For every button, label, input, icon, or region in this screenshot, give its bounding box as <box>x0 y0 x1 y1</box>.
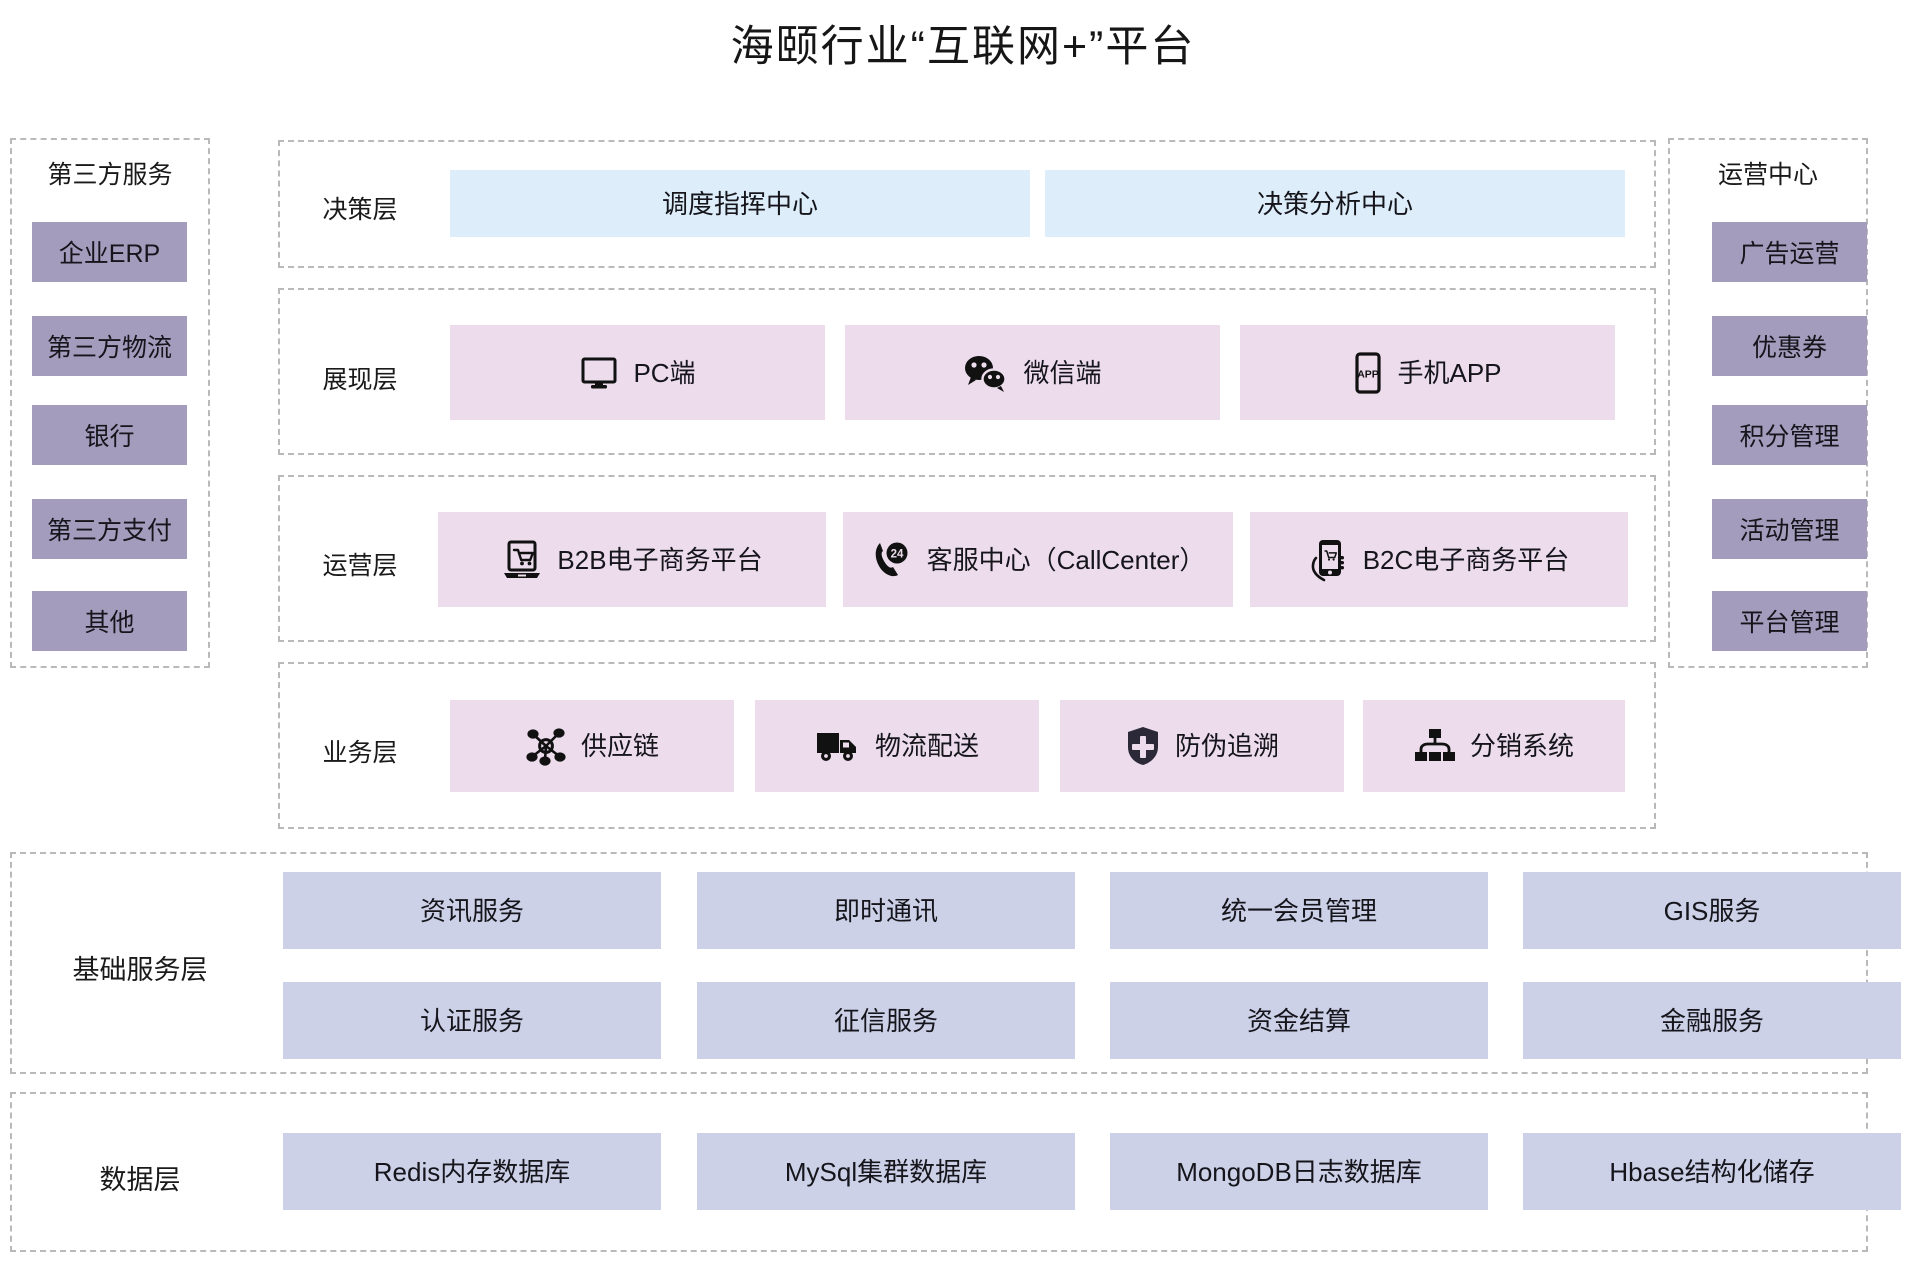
tile-label: 客服中心（CallCenter） <box>926 544 1206 575</box>
tile-scheduling-command-center[interactable]: 调度指挥中心 <box>450 170 1030 237</box>
operation-center-panel <box>1668 138 1868 668</box>
base-service-tile-settlement[interactable]: 资金结算 <box>1110 982 1488 1059</box>
operation-item-ad[interactable]: 广告运营 <box>1712 222 1867 282</box>
tile-label: 微信端 <box>1023 357 1102 388</box>
tile-label: 即时通讯 <box>833 895 938 926</box>
base-service-tile-auth[interactable]: 认证服务 <box>283 982 661 1059</box>
tile-label: 统一会员管理 <box>1220 895 1377 926</box>
operation-center-title: 运营中心 <box>1717 161 1818 189</box>
tile-label: Hbase结构化储存 <box>1609 1156 1815 1187</box>
tile-logistics-delivery[interactable]: 物流配送 <box>755 700 1039 792</box>
page-title: 海颐行业“互联网+”平台 <box>730 23 1196 71</box>
tile-label: MySql集群数据库 <box>784 1156 988 1187</box>
data-layer-tile-hbase[interactable]: Hbase结构化储存 <box>1523 1133 1901 1210</box>
base-service-tile-credit[interactable]: 征信服务 <box>697 982 1075 1059</box>
third-party-item-other[interactable]: 其他 <box>32 591 187 651</box>
tile-decision-analysis-center[interactable]: 决策分析中心 <box>1045 170 1625 237</box>
business-layer-frame <box>278 662 1656 829</box>
data-layer-tile-mysql[interactable]: MySql集群数据库 <box>697 1133 1075 1210</box>
business-layer-label: 业务层 <box>322 739 398 767</box>
truck-icon <box>815 728 861 764</box>
operation-item-coupon[interactable]: 优惠券 <box>1712 316 1867 376</box>
operation-item-points[interactable]: 积分管理 <box>1712 405 1867 465</box>
data-layer-tile-mongodb[interactable]: MongoDB日志数据库 <box>1110 1133 1488 1210</box>
tile-distribution-system[interactable]: 分销系统 <box>1363 700 1625 792</box>
tile-label: Redis内存数据库 <box>373 1156 571 1187</box>
shield-plus-icon <box>1125 725 1161 767</box>
decision-layer-frame <box>278 140 1656 268</box>
operation-layer-label: 运营层 <box>322 552 398 580</box>
third-party-item-qiye-erp[interactable]: 企业ERP <box>32 222 187 282</box>
base-service-layer-label: 基础服务层 <box>72 955 208 985</box>
operation-layer-frame <box>278 475 1656 642</box>
tile-label: 调度指挥中心 <box>661 188 818 219</box>
third-party-services-panel <box>10 138 210 668</box>
base-service-tile-finance[interactable]: 金融服务 <box>1523 982 1901 1059</box>
presentation-layer-label: 展现层 <box>322 366 398 394</box>
tile-label: 资讯服务 <box>419 895 524 926</box>
presentation-layer-frame <box>278 288 1656 455</box>
tile-label: 防伪追溯 <box>1174 731 1279 761</box>
tile-label: 金融服务 <box>1659 1005 1764 1036</box>
tile-b2c-platform[interactable]: B2C电子商务平台 <box>1250 512 1628 607</box>
tile-label: 决策分析中心 <box>1256 188 1413 219</box>
svg-text:24: 24 <box>890 548 903 560</box>
tile-label: 物流配送 <box>874 731 979 761</box>
third-party-item-bank[interactable]: 银行 <box>32 405 187 465</box>
tile-supply-chain[interactable]: 供应链 <box>450 700 734 792</box>
data-layer-label: 数据层 <box>99 1165 181 1195</box>
third-party-services-title: 第三方服务 <box>47 161 173 189</box>
tile-label: MongoDB日志数据库 <box>1176 1156 1422 1187</box>
tile-label: 手机APP <box>1397 357 1502 388</box>
tile-label: B2B电子商务平台 <box>557 544 763 575</box>
tile-pc-client[interactable]: PC端 <box>450 325 825 420</box>
svg-text:APP: APP <box>1358 368 1380 380</box>
operation-item-campaign[interactable]: 活动管理 <box>1712 499 1867 559</box>
tile-b2b-platform[interactable]: B2B电子商务平台 <box>438 512 826 607</box>
tile-label: PC端 <box>633 357 696 388</box>
tile-wechat-client[interactable]: 微信端 <box>845 325 1220 420</box>
tile-label: 征信服务 <box>833 1005 938 1036</box>
base-service-tile-news[interactable]: 资讯服务 <box>283 872 661 949</box>
network-nodes-icon <box>525 725 567 767</box>
third-party-item-logistics[interactable]: 第三方物流 <box>32 316 187 376</box>
base-service-layer-frame <box>10 852 1868 1074</box>
tile-label: 认证服务 <box>419 1005 524 1036</box>
wechat-icon <box>963 353 1009 393</box>
base-service-tile-member[interactable]: 统一会员管理 <box>1110 872 1488 949</box>
data-layer-tile-redis[interactable]: Redis内存数据库 <box>283 1133 661 1210</box>
tile-label: 分销系统 <box>1469 731 1574 761</box>
tile-call-center[interactable]: 24 客服中心（CallCenter） <box>843 512 1233 607</box>
tile-label: B2C电子商务平台 <box>1362 544 1570 575</box>
tile-anti-counterfeit-trace[interactable]: 防伪追溯 <box>1060 700 1344 792</box>
base-service-tile-im[interactable]: 即时通讯 <box>697 872 1075 949</box>
hand-phone-cart-icon <box>1309 538 1349 582</box>
tile-label: 资金结算 <box>1246 1005 1351 1036</box>
tile-mobile-app[interactable]: APP 手机APP <box>1240 325 1615 420</box>
third-party-item-payment[interactable]: 第三方支付 <box>32 499 187 559</box>
monitor-icon <box>579 353 619 393</box>
operation-item-platform[interactable]: 平台管理 <box>1712 591 1867 651</box>
tile-label: 供应链 <box>580 731 659 761</box>
mobile-app-icon: APP <box>1353 351 1383 394</box>
laptop-cart-icon <box>501 539 543 581</box>
decision-layer-label: 决策层 <box>322 196 398 224</box>
tile-label: GIS服务 <box>1663 895 1761 926</box>
phone-24-icon: 24 <box>871 539 913 581</box>
hierarchy-icon <box>1414 727 1456 765</box>
base-service-tile-gis[interactable]: GIS服务 <box>1523 872 1901 949</box>
